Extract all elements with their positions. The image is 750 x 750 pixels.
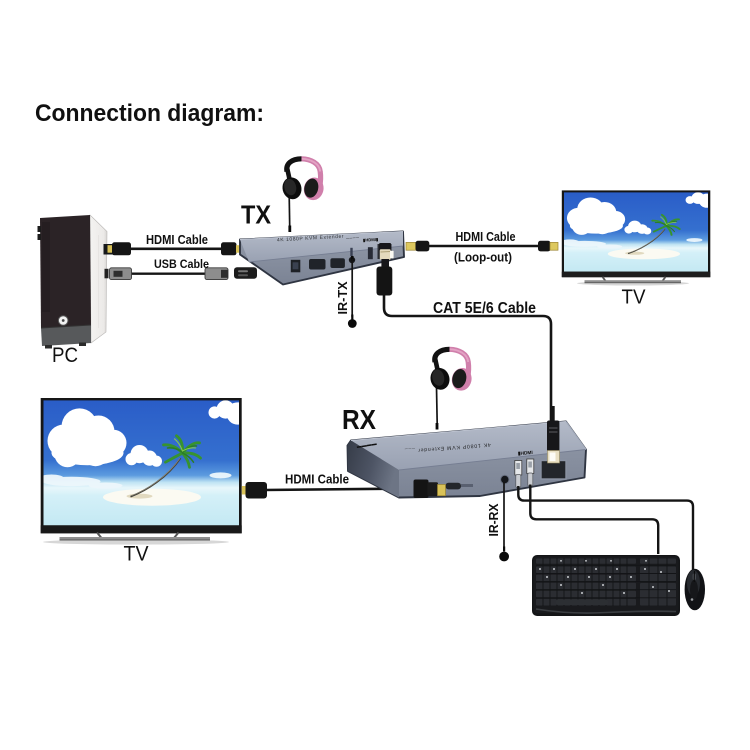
svg-text:4K 1080P KVM Extender ____: 4K 1080P KVM Extender ____ xyxy=(277,233,359,244)
svg-text:TX: TX xyxy=(241,200,272,230)
svg-text:CAT 5E/6 Cable: CAT 5E/6 Cable xyxy=(433,300,536,317)
svg-text:TV: TV xyxy=(124,542,150,566)
svg-text:▮HDMI▮: ▮HDMI▮ xyxy=(363,237,379,243)
svg-text:USB Cable: USB Cable xyxy=(154,257,209,271)
svg-text:HDMI Cable: HDMI Cable xyxy=(456,229,516,244)
svg-text:HDMI Cable: HDMI Cable xyxy=(146,233,208,247)
svg-text:IR-RX: IR-RX xyxy=(487,503,501,537)
svg-text:HDMI Cable: HDMI Cable xyxy=(285,472,349,487)
svg-text:Connection diagram:: Connection diagram: xyxy=(35,100,264,127)
svg-text:▬▬▬▬: ▬▬▬▬ xyxy=(356,441,377,450)
svg-text:(Loop-out): (Loop-out) xyxy=(454,250,512,265)
svg-text:IR-TX: IR-TX xyxy=(336,281,350,315)
svg-text:RX: RX xyxy=(342,404,376,435)
svg-text:TV: TV xyxy=(622,287,647,309)
svg-text:▮HDMI: ▮HDMI xyxy=(518,450,534,457)
svg-text:PC: PC xyxy=(52,344,78,367)
